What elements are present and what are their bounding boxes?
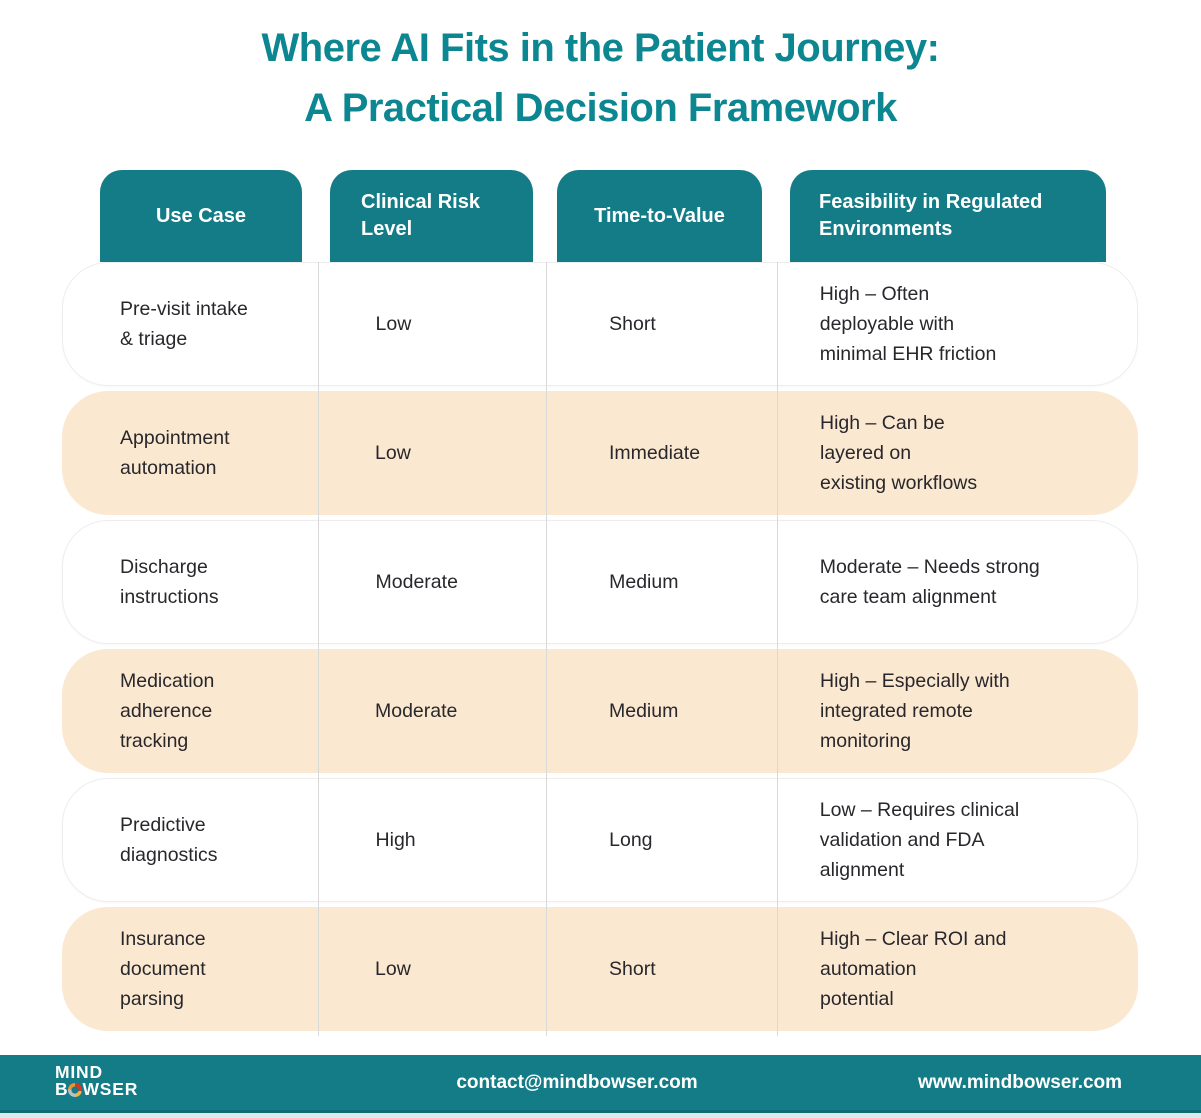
column-header-use-case: Use Case: [100, 170, 302, 262]
mindbowser-logo: MIND B WSER: [55, 1062, 139, 1099]
column-header-time-to-value: Time-to-Value: [557, 170, 762, 262]
cell-risk-level: Moderate: [375, 700, 458, 722]
cell-risk-level: Low: [375, 313, 412, 335]
table-row: Medication adherence tracking Moderate M…: [62, 649, 1138, 773]
cell-use-case: Medication adherence tracking: [120, 670, 215, 752]
column-header-label: Time-to-Value: [594, 204, 725, 227]
website-link[interactable]: www.mindbowser.com: [917, 1071, 1123, 1093]
column-header-label: Feasibility in Regulated Environments: [819, 191, 1043, 240]
logo-letters-wser: WSER: [82, 1079, 139, 1099]
table-row: Discharge instructions Moderate Medium M…: [62, 520, 1138, 644]
page-title-line1: Where AI Fits in the Patient Journey:: [261, 26, 940, 70]
footer-shadow-line: [0, 1110, 1201, 1113]
cell-feasibility: Low – Requires clinical validation and F…: [819, 799, 1020, 881]
table-body: Pre-visit intake & triage Low Short High…: [62, 262, 1138, 1036]
logo-letter-b: B: [55, 1079, 69, 1099]
cell-feasibility: High – Can be layered on existing workfl…: [820, 412, 978, 494]
column-header-clinical-risk-level: Clinical Risk Level: [330, 170, 533, 262]
cell-risk-level: Moderate: [375, 571, 458, 593]
column-header-feasibility: Feasibility in Regulated Environments: [790, 170, 1106, 262]
table-row: Predictive diagnostics High Long Low – R…: [62, 778, 1138, 902]
footer-bottom-strip: [0, 1113, 1201, 1118]
column-divider: [546, 262, 547, 1036]
cell-feasibility: High – Especially with integrated remote…: [820, 670, 1010, 752]
contact-email[interactable]: contact@mindbowser.com: [456, 1071, 698, 1093]
cell-use-case: Predictive diagnostics: [120, 814, 218, 866]
cell-use-case: Pre-visit intake & triage: [120, 298, 248, 350]
cell-time-to-value: Medium: [609, 571, 679, 593]
logo-swirl-icon: [68, 1082, 83, 1097]
logo-text-top: MIND: [55, 1062, 103, 1082]
cell-feasibility: Moderate – Needs strong care team alignm…: [819, 556, 1040, 608]
cell-use-case: Discharge instructions: [120, 556, 219, 608]
cell-risk-level: Low: [375, 958, 411, 980]
column-divider: [318, 262, 319, 1036]
column-header-label: Clinical Risk Level: [361, 191, 480, 240]
cell-time-to-value: Short: [609, 313, 656, 335]
cell-time-to-value: Long: [609, 829, 653, 851]
column-divider: [777, 262, 778, 1036]
cell-feasibility: High – Often deployable with minimal EHR…: [819, 283, 997, 365]
cell-time-to-value: Immediate: [609, 442, 701, 464]
page-title: Where AI Fits in the Patient Journey: A …: [0, 18, 1201, 138]
column-header-label: Use Case: [155, 204, 247, 227]
footer-bar: MIND B WSER contact@mindbowser.com www.mi…: [0, 1055, 1201, 1110]
cell-time-to-value: Short: [609, 958, 656, 980]
cell-time-to-value: Medium: [609, 700, 679, 722]
cell-use-case: Appointment automation: [120, 427, 230, 479]
cell-risk-level: High: [375, 829, 416, 851]
cell-risk-level: Low: [375, 442, 411, 464]
cell-feasibility: High – Clear ROI and automation potentia…: [820, 928, 1007, 1010]
table-row: Appointment automation Low Immediate Hig…: [62, 391, 1138, 515]
cell-use-case: Insurance document parsing: [120, 928, 206, 1010]
table-row: Insurance document parsing Low Short Hig…: [62, 907, 1138, 1031]
page-title-line2: A Practical Decision Framework: [304, 86, 897, 130]
logo-text-bottom: B WSER: [55, 1079, 139, 1099]
table-row: Pre-visit intake & triage Low Short High…: [62, 262, 1138, 386]
